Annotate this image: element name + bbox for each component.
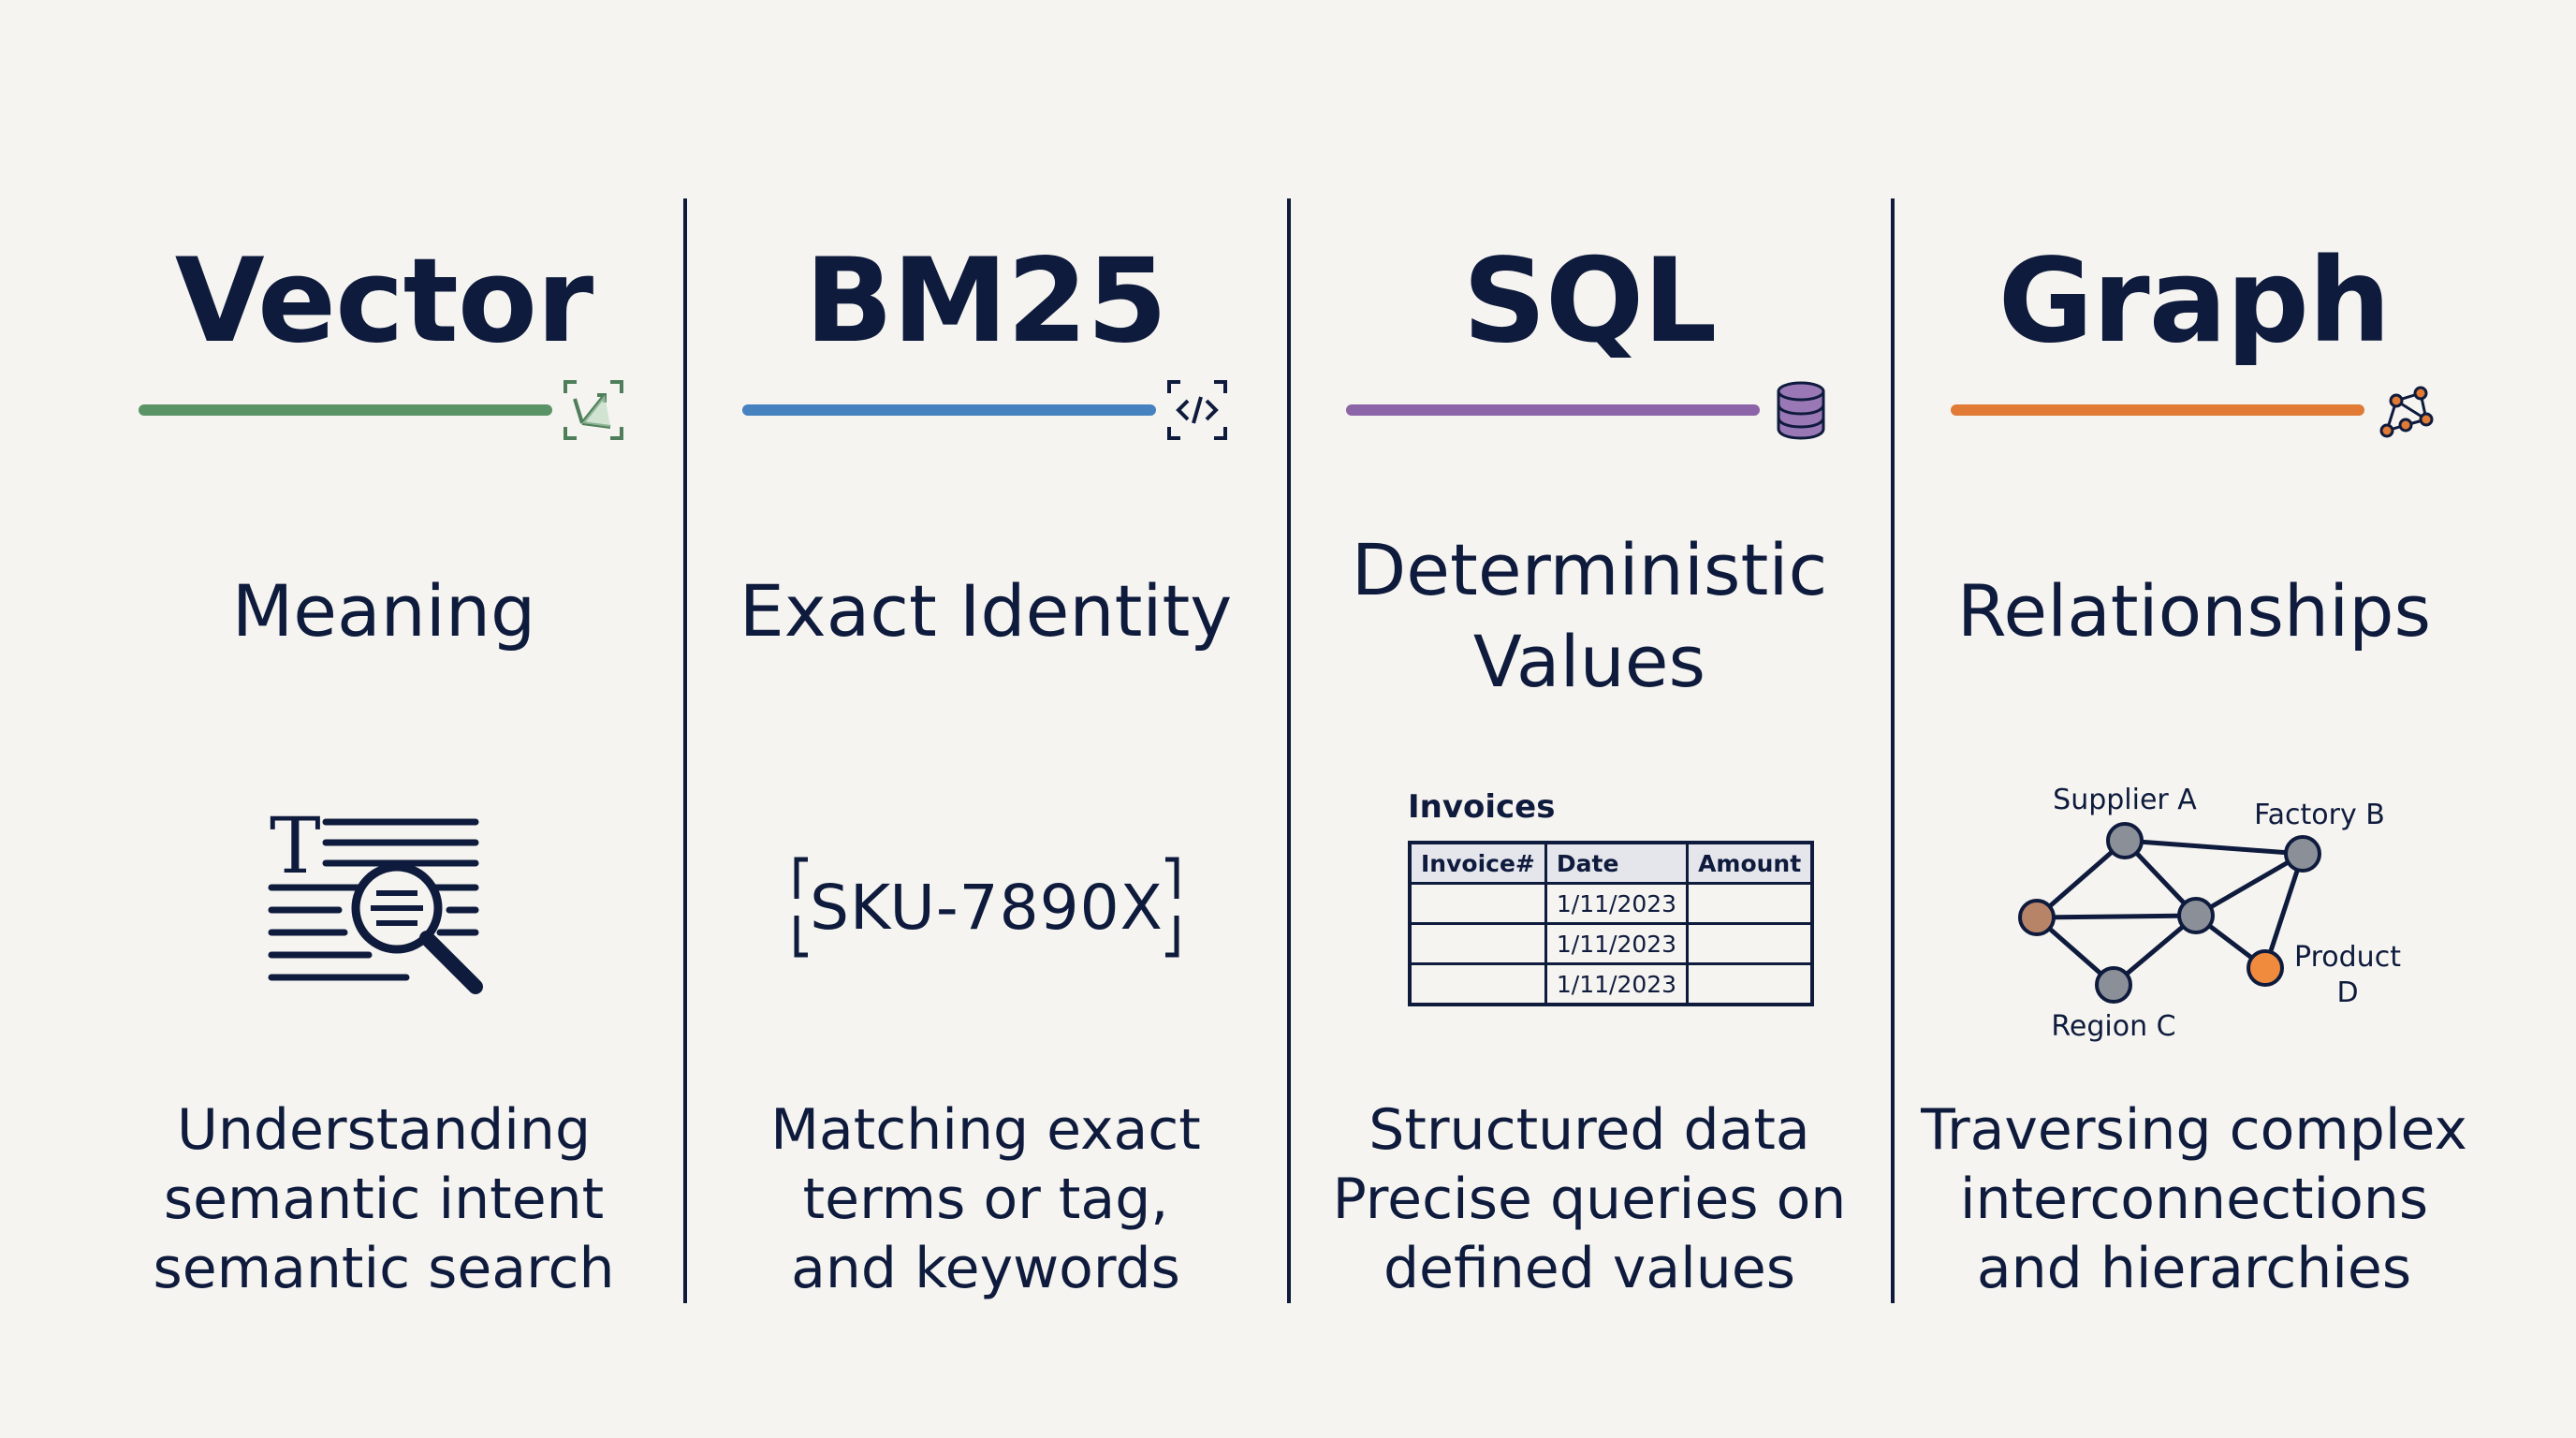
graph-edge bbox=[2262, 853, 2305, 969]
column-bm25: BM25 Exact Identity SKU-7890X Matching e… bbox=[686, 0, 1285, 1438]
column-subtitle: Meaning bbox=[84, 565, 683, 657]
table-cell bbox=[1686, 882, 1814, 925]
column-header: Invoice# bbox=[1408, 841, 1547, 885]
description-line: and keywords bbox=[791, 1236, 1180, 1301]
table-cell: 1/11/2023 bbox=[1544, 882, 1690, 925]
column-subtitle: Exact Identity bbox=[686, 565, 1285, 657]
column-vector: Vector Meaning T bbox=[84, 0, 683, 1438]
description-line: and hierarchies bbox=[1976, 1236, 2412, 1301]
subtitle-line: Deterministic bbox=[1351, 528, 1828, 611]
accent-rule bbox=[742, 404, 1156, 416]
column-description: Understanding semantic intent semantic s… bbox=[66, 1095, 702, 1303]
description-line: Traversing complex bbox=[1921, 1097, 2467, 1163]
database-icon bbox=[1777, 381, 1825, 440]
table-caption: Invoices bbox=[1408, 788, 1556, 826]
graph-edge bbox=[2194, 851, 2305, 918]
table-cell bbox=[1408, 882, 1547, 925]
table-cell bbox=[1408, 962, 1547, 1006]
table-cell: 1/11/2023 bbox=[1544, 922, 1690, 965]
subtitle-line: Meaning bbox=[231, 569, 536, 653]
column-divider bbox=[1891, 198, 1895, 1303]
column-description: Matching exact terms or tag, and keyword… bbox=[667, 1095, 1304, 1303]
table-row: 1/11/2023 bbox=[1408, 922, 1814, 965]
graph-network: Supplier A Factory B Product D Region C bbox=[2018, 784, 2401, 1043]
graph-network-icon bbox=[2379, 386, 2434, 438]
description-line: Matching exact bbox=[770, 1097, 1201, 1163]
column-description: Structured data Precise queries on defin… bbox=[1271, 1095, 1908, 1303]
description-line: interconnections bbox=[1959, 1167, 2429, 1232]
sku-label: SKU-7890X bbox=[810, 871, 1164, 944]
subtitle-line: Values bbox=[1472, 620, 1706, 703]
table-cell bbox=[1686, 922, 1814, 965]
description-line: terms or tag, bbox=[802, 1167, 1169, 1232]
subtitle-line: Relationships bbox=[1956, 569, 2432, 653]
graph-node-supplier bbox=[2106, 822, 2144, 859]
sku-tag: SKU-7890X bbox=[791, 854, 1182, 961]
graph-node-region bbox=[2095, 966, 2132, 1004]
description-line: defined values bbox=[1383, 1236, 1796, 1301]
invoices-table: Invoice# Date Amount 1/11/2023 1/11/2023… bbox=[1408, 841, 1815, 1006]
column-header: Date bbox=[1544, 841, 1690, 885]
column-sql: SQL Deterministic Values Structured data… bbox=[1290, 0, 1889, 1438]
graph-node-product bbox=[2247, 949, 2284, 987]
column-graph: Graph Relationships Traversing complex i… bbox=[1895, 0, 2494, 1438]
table-cell: 1/11/2023 bbox=[1544, 962, 1690, 1006]
graph-node-center bbox=[2177, 897, 2215, 934]
node-label-product: Product bbox=[2294, 941, 2401, 974]
node-label-supplier: Supplier A bbox=[2053, 784, 2197, 816]
table-row: 1/11/2023 bbox=[1408, 962, 1814, 1006]
table-row: 1/11/2023 bbox=[1408, 882, 1814, 925]
description-line: Precise queries on bbox=[1332, 1167, 1847, 1232]
tag-brackets-icon bbox=[794, 857, 1179, 958]
table-cell bbox=[1686, 962, 1814, 1006]
graph-edge bbox=[2035, 839, 2127, 919]
subtitle-line: Exact Identity bbox=[739, 569, 1233, 653]
graph-edge bbox=[2124, 838, 2304, 857]
table-cell bbox=[1408, 922, 1547, 965]
graph-node-left bbox=[2018, 899, 2056, 936]
column-header: Amount bbox=[1686, 841, 1814, 885]
column-title: BM25 bbox=[804, 234, 1167, 369]
column-subtitle: Relationships bbox=[1895, 565, 2494, 657]
code-brackets-icon bbox=[1167, 380, 1227, 440]
graph-edge bbox=[2036, 913, 2197, 920]
description-line: Structured data bbox=[1368, 1097, 1810, 1163]
accent-rule bbox=[139, 404, 552, 416]
column-title: Vector bbox=[174, 234, 593, 369]
svg-text:T: T bbox=[270, 807, 321, 891]
description-line: semantic intent bbox=[163, 1167, 605, 1232]
description-line: semantic search bbox=[153, 1236, 615, 1301]
column-description: Traversing complex interconnections and … bbox=[1876, 1095, 2512, 1303]
text-search-icon: T bbox=[268, 807, 483, 994]
table-header-row: Invoice# Date Amount bbox=[1408, 841, 1814, 885]
description-line: Understanding bbox=[176, 1097, 592, 1163]
accent-rule bbox=[1346, 404, 1760, 416]
node-label-product-d: D bbox=[2336, 976, 2358, 1009]
column-subtitle: Deterministic Values bbox=[1290, 524, 1889, 708]
accent-rule bbox=[1951, 404, 2364, 416]
node-label-region: Region C bbox=[2051, 1010, 2175, 1043]
node-label-factory: Factory B bbox=[2254, 799, 2385, 831]
vector-expand-icon bbox=[564, 380, 623, 440]
column-divider bbox=[683, 198, 687, 1303]
column-divider bbox=[1287, 198, 1291, 1303]
graph-node-factory bbox=[2284, 835, 2321, 873]
column-title: Graph bbox=[1998, 234, 2392, 369]
column-title: SQL bbox=[1462, 234, 1718, 369]
